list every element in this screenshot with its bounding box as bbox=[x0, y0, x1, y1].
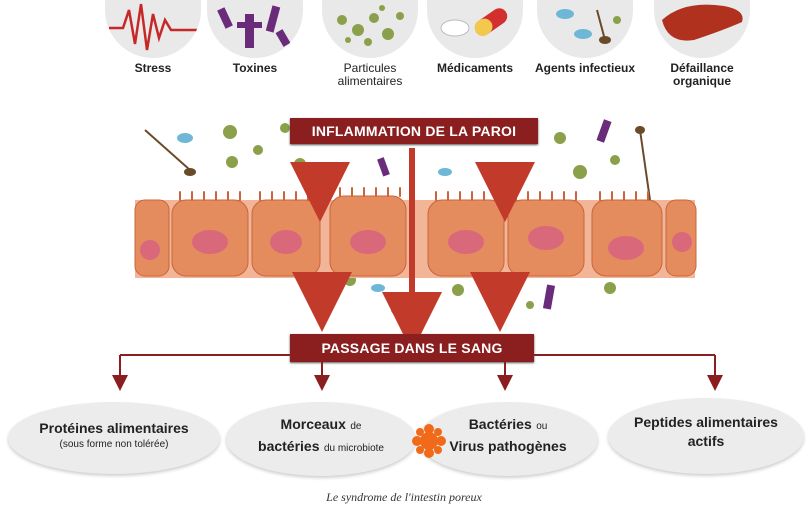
cause-agents: Agents infectieux bbox=[530, 0, 640, 75]
outcome-title-2: bactéries bbox=[258, 438, 320, 454]
stress-wave-icon bbox=[105, 0, 201, 58]
cause-stress: Stress bbox=[98, 0, 208, 75]
splat-icon bbox=[412, 424, 446, 463]
outcome-bacteries: Bactéries ou Virus pathogènes bbox=[418, 402, 598, 476]
distribution-connector bbox=[112, 354, 723, 391]
outcome-peptides: Peptides alimentaires actifs bbox=[608, 398, 804, 474]
cause-label: Agents infectieux bbox=[534, 61, 636, 75]
outcome-title-2: Virus pathogènes bbox=[449, 438, 567, 454]
blood-passage-banner: PASSAGE DANS LE SANG bbox=[290, 334, 534, 362]
cause-label: Médicaments bbox=[436, 61, 514, 75]
outcome-proteines: Protéines alimentaires (sous forme non t… bbox=[8, 402, 220, 474]
toxin-molecule-icon bbox=[207, 0, 303, 58]
cause-label: Stress bbox=[134, 61, 172, 75]
food-particles-icon bbox=[322, 0, 418, 58]
outcome-subtitle: du microbiote bbox=[323, 443, 384, 454]
figure-caption: Le syndrome de l'intestin poreux bbox=[326, 490, 482, 504]
outcome-title-2: actifs bbox=[687, 433, 725, 449]
cause-label: Toxines bbox=[232, 61, 278, 75]
outcome-connector-word: ou bbox=[536, 421, 548, 432]
cause-label: Défaillance organique bbox=[670, 61, 734, 88]
inflammation-banner: INFLAMMATION DE LA PAROI bbox=[290, 118, 538, 144]
cause-defaillance: Défaillance organique bbox=[647, 0, 757, 88]
outcome-connector-word: de bbox=[350, 421, 362, 432]
liver-icon bbox=[654, 0, 750, 58]
cause-toxines: Toxines bbox=[200, 0, 310, 75]
flow-arrows bbox=[290, 148, 535, 352]
intestinal-wall-diagram bbox=[134, 119, 697, 352]
microbe-icon bbox=[537, 0, 633, 58]
cause-label: Particules alimentaires bbox=[337, 61, 403, 88]
outcome-title: Peptides alimentaires bbox=[634, 414, 778, 430]
outcome-title: Morceaux bbox=[280, 416, 346, 432]
cause-particules: Particules alimentaires bbox=[315, 0, 425, 88]
outcome-title: Bactéries bbox=[468, 416, 532, 432]
cause-medicaments: Médicaments bbox=[420, 0, 530, 75]
outcome-morceaux: Morceaux de bactéries du microbiote bbox=[226, 402, 416, 476]
outcome-subtitle: (sous forme non tolérée) bbox=[59, 439, 169, 450]
outcome-title: Protéines alimentaires bbox=[39, 420, 189, 436]
pill-icon bbox=[427, 0, 523, 58]
